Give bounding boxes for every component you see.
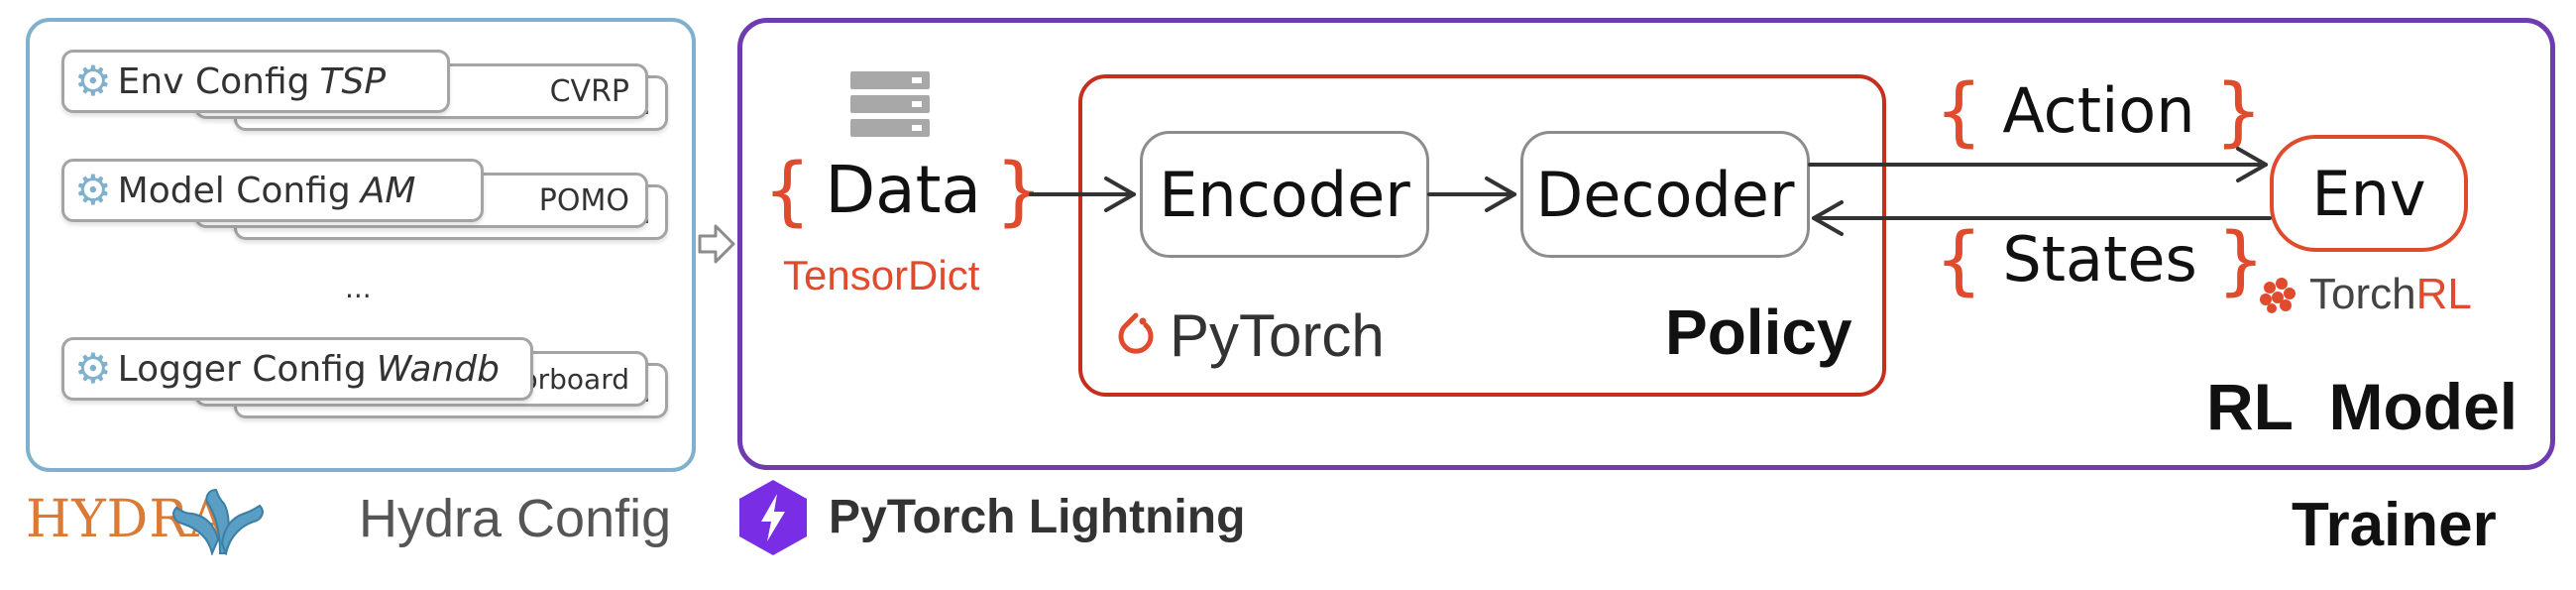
gear-icon: ⚙ [74, 344, 112, 393]
data-node: { Data } [763, 153, 1043, 228]
hydra-logo: HYDRA [26, 484, 264, 555]
config-label: Logger Config [117, 348, 367, 390]
pytorch-icon [1118, 312, 1154, 354]
brace-open: { [1935, 215, 1983, 303]
brace-close: } [2214, 66, 2263, 155]
gear-icon: ⚙ [74, 166, 112, 214]
action-label-group: { Action } [1935, 73, 2263, 149]
logger-config-card: ⚙ Logger Config Wandb [61, 337, 533, 401]
trainer-label: Trainer [2292, 491, 2497, 559]
trainer-panel [737, 18, 2555, 470]
config-alt-label: CVRP [549, 73, 629, 109]
action-label: Action [2002, 74, 2195, 147]
database-icon [850, 71, 930, 137]
pytorch-lightning-label: PyTorch Lightning [829, 491, 1246, 543]
config-ellipsis: ... [345, 272, 372, 304]
policy-box [1078, 74, 1886, 397]
config-to-trainer-arrow [698, 224, 735, 264]
encoder-node: Encoder [1140, 131, 1429, 258]
torchrl-suffix: RL [2415, 270, 2472, 318]
config-label: Env Config [117, 60, 310, 102]
states-label-group: { States } [1935, 222, 2265, 297]
hydra-heads-icon [172, 488, 264, 555]
env-node: Env [2270, 135, 2468, 252]
torchrl-icon [2260, 278, 2296, 313]
config-value: Wandb [376, 348, 500, 390]
lightning-icon [739, 480, 807, 555]
brace-open: { [1935, 66, 1983, 155]
brace-close: } [2216, 215, 2266, 303]
hydra-config-panel: ... CVRP ⚙ Env Config TSP ... POMO ⚙ Mod… [26, 18, 696, 472]
decoder-node: Decoder [1520, 131, 1810, 258]
torchrl-label: TorchRL [2309, 270, 2472, 319]
tensordict-label: TensorDict [783, 252, 980, 298]
states-label: States [2002, 223, 2197, 295]
gear-icon: ⚙ [74, 57, 112, 105]
hydra-config-label: Hydra Config [359, 489, 672, 548]
config-label: Model Config [117, 170, 351, 211]
data-label: Data [825, 152, 981, 228]
policy-label: Policy [1665, 296, 1852, 368]
config-value: TSP [319, 60, 387, 102]
brace-open: { [763, 146, 812, 234]
model-config-card: ⚙ Model Config AM [61, 159, 484, 222]
env-config-card: ⚙ Env Config TSP [61, 50, 450, 113]
torchrl-prefix: Torch [2309, 270, 2416, 318]
pytorch-label: PyTorch [1170, 302, 1385, 369]
config-alt-label: POMO [538, 182, 629, 218]
config-value: AM [360, 170, 416, 211]
brace-close: } [994, 146, 1044, 234]
rl-model-label: RL Model [2206, 370, 2519, 443]
